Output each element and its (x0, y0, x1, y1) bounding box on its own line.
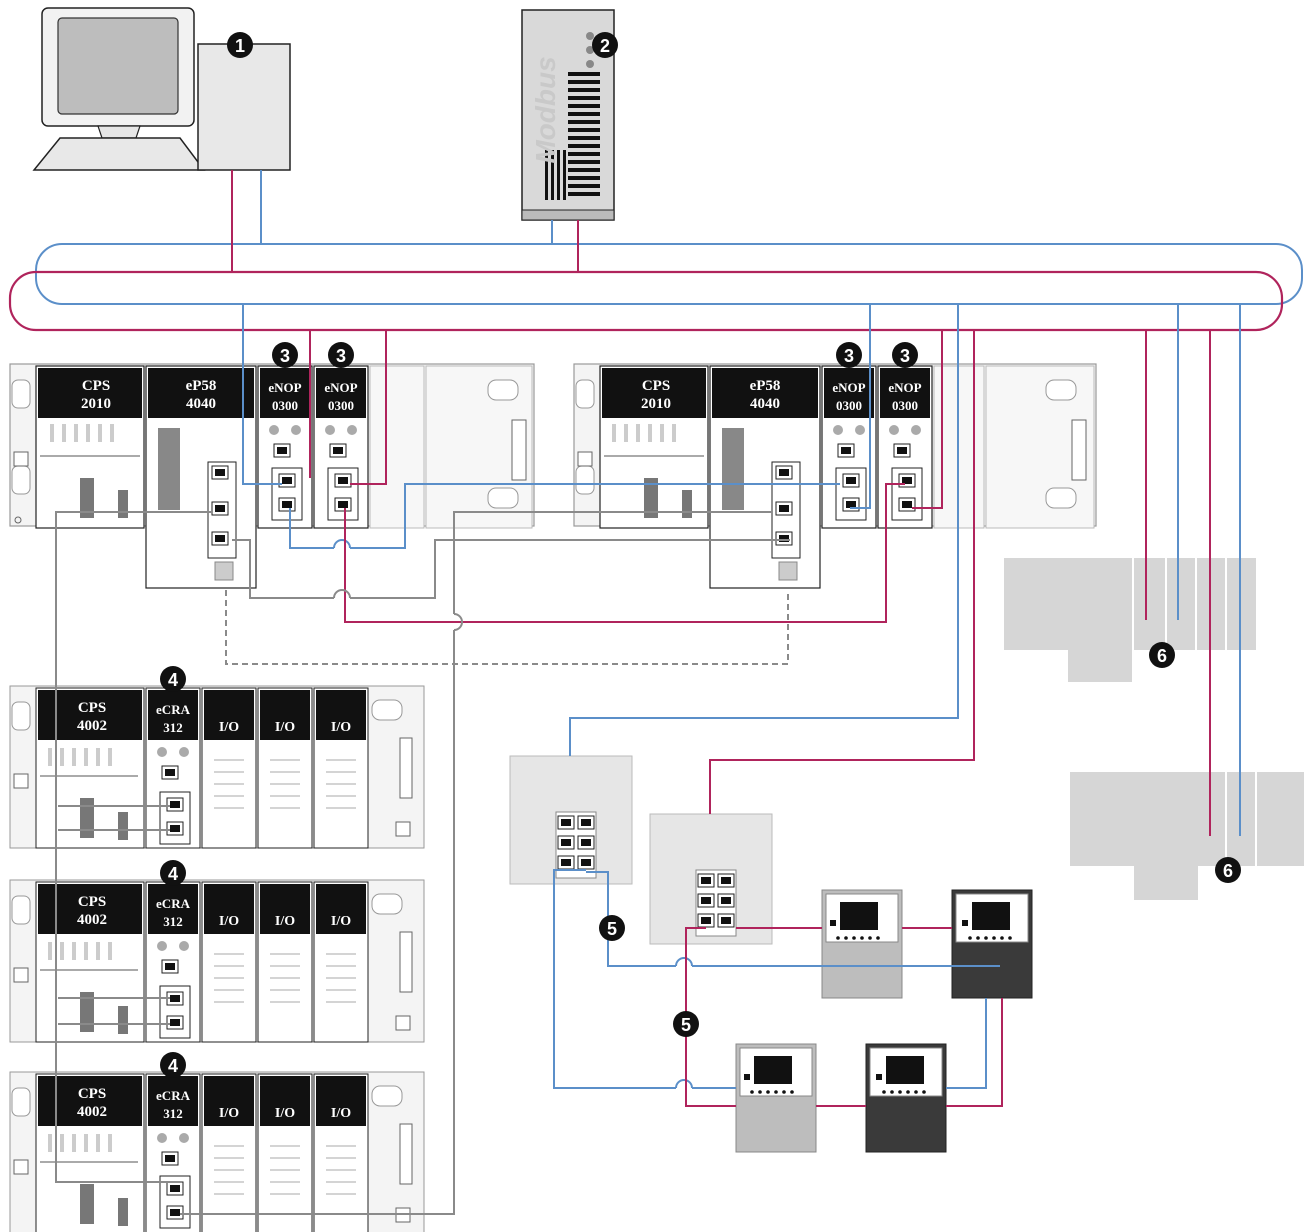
callout-3-label-d: 3 (900, 346, 910, 366)
drop1-cra-label-1: eCRA (156, 702, 191, 717)
rack1-nop2-label-2: 0300 (328, 398, 354, 413)
rack1-nop1-label-2: 0300 (272, 398, 298, 413)
rack1-cpu-label-2: 4040 (186, 396, 216, 412)
callout-4-label-a: 4 (168, 670, 178, 690)
blue-network-ring (36, 244, 1302, 304)
callout-3-label-c: 3 (844, 346, 854, 366)
power-supply-module-a: CPS 2010 (36, 366, 144, 528)
drop1-io-label-3: I/O (331, 720, 351, 735)
drop2-cra-label-2: 312 (163, 914, 183, 929)
modbus-server: Modbus 2 (522, 10, 618, 220)
rack2-nop1-label-1: eNOP (832, 380, 865, 395)
drop1-io-label-2: I/O (275, 720, 295, 735)
rack2-nop2-label-1: eNOP (888, 380, 921, 395)
dio-device-3 (736, 1044, 816, 1152)
ethernet-switch-2 (650, 814, 772, 944)
drop1-cps-label-2: 4002 (77, 718, 107, 734)
ethernet-switch-1 (510, 756, 632, 884)
drop2-io-label-1: I/O (219, 914, 239, 929)
rack1-cps-label-2: 2010 (81, 396, 111, 412)
drop3-cra-label-1: eCRA (156, 1088, 191, 1103)
callout-5-lower: 5 (673, 1011, 699, 1037)
drop2-cps-label-2: 4002 (77, 912, 107, 928)
drop3-io-label-2: I/O (275, 1106, 295, 1121)
enop-module-b1: eNOP 0300 3 (822, 342, 876, 528)
drop3-io-label-1: I/O (219, 1106, 239, 1121)
rack1-cpu-label-1: eP58 (186, 378, 217, 394)
drop1-cps-label-1: CPS (78, 700, 106, 716)
cpu-module-b: eP58 4040 (710, 366, 820, 588)
drop2-cps-label-1: CPS (78, 894, 106, 910)
callout-5-label-b: 5 (681, 1015, 691, 1035)
dio-device-2 (952, 890, 1032, 998)
drop1-cra-label-2: 312 (163, 720, 183, 735)
callout-6-label-b: 6 (1223, 861, 1233, 881)
enop-module-a1: eNOP 0300 3 (258, 342, 312, 528)
main-rack-b: CPS 2010 eP58 4040 eNOP 0300 (574, 342, 1096, 588)
rack2-cpu-label-1: eP58 (750, 378, 781, 394)
callout-3-label-a: 3 (280, 346, 290, 366)
callout-5-upper: 5 (599, 915, 625, 941)
rack2-cps-label-2: 2010 (641, 396, 671, 412)
modbus-brand-text: Modbus (530, 56, 561, 163)
callout-4-label-b: 4 (168, 864, 178, 884)
callout-2-label: 2 (600, 36, 610, 56)
drop2-io-label-2: I/O (275, 914, 295, 929)
drop2-cra-label-1: eCRA (156, 896, 191, 911)
rack2-nop2-label-2: 0300 (892, 398, 918, 413)
rack1-nop1-label-1: eNOP (268, 380, 301, 395)
drop3-cps-label-1: CPS (78, 1086, 106, 1102)
main-rack-a: CPS 2010 eP58 4040 eNOP 0300 (10, 342, 534, 588)
distributed-equipment-group-upper: 6 (1004, 558, 1256, 682)
rack1-nop2-label-1: eNOP (324, 380, 357, 395)
rack2-cpu-label-2: 4040 (750, 396, 780, 412)
callout-4-label-c: 4 (168, 1056, 178, 1076)
drop3-cps-label-2: 4002 (77, 1104, 107, 1120)
cpu-module-a: eP58 4040 (146, 366, 256, 588)
enop-module-a2: eNOP 0300 3 (314, 342, 368, 528)
callout-5-label-a: 5 (607, 919, 617, 939)
drop3-cra-label-2: 312 (163, 1106, 183, 1121)
callout-6-label-a: 6 (1157, 646, 1167, 666)
power-supply-module-b: CPS 2010 (600, 366, 708, 528)
callout-3-label-b: 3 (336, 346, 346, 366)
callout-1-label: 1 (235, 36, 245, 56)
rack2-cps-label-1: CPS (642, 378, 670, 394)
remote-drop-2: CPS 4002 eCRA 312 4 I/O I/O I/O (10, 860, 424, 1042)
remote-drop-1: CPS 4002 eCRA 312 4 I/O I/O I/O (10, 666, 424, 848)
drop2-io-label-3: I/O (331, 914, 351, 929)
distributed-equipment-group-lower: 6 (1070, 772, 1304, 900)
rack1-cps-label-1: CPS (82, 378, 110, 394)
rack2-nop1-label-2: 0300 (836, 398, 862, 413)
drop3-io-label-3: I/O (331, 1106, 351, 1121)
red-network-ring (10, 272, 1282, 330)
remote-drop-3: CPS 4002 eCRA 312 4 I/O I/O I/O (10, 1052, 424, 1232)
dio-device-1 (822, 890, 902, 998)
engineering-workstation: 1 (34, 8, 290, 170)
dio-device-4 (866, 1044, 946, 1152)
drop1-io-label-1: I/O (219, 720, 239, 735)
